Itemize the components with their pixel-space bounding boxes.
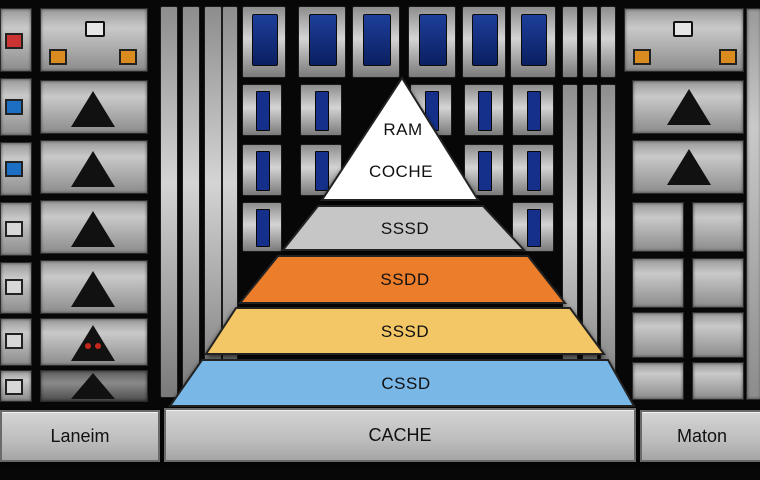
rack-bay xyxy=(0,262,32,314)
drive-bay-icon xyxy=(71,373,115,399)
status-icon xyxy=(5,99,23,115)
tier-label-sssd-2: SSSD xyxy=(380,322,430,341)
led-icon xyxy=(85,343,91,349)
rack-bay xyxy=(692,312,744,358)
rack-bay xyxy=(0,202,32,256)
base-left-block: Laneim xyxy=(0,410,160,462)
drive-slot xyxy=(242,144,282,196)
status-icon xyxy=(5,221,23,237)
drive-bay-icon xyxy=(71,151,115,187)
tier-label-cssd: CSSD xyxy=(381,374,431,393)
rack-bay xyxy=(692,202,744,252)
rack-bay xyxy=(40,318,148,366)
status-icon xyxy=(5,279,23,295)
drive-slot xyxy=(512,84,554,136)
drive-slot xyxy=(510,6,556,78)
rack-bay xyxy=(632,312,684,358)
rack-bay xyxy=(0,370,32,402)
drive-bay-icon xyxy=(667,89,711,125)
drive-slot xyxy=(462,6,506,78)
tier-label-coche: COCHE xyxy=(369,162,433,181)
tier-label-ssdd: SSDD xyxy=(380,270,430,289)
status-icon xyxy=(719,49,737,65)
pyramid-tier-blue xyxy=(168,359,636,407)
drive-bay-icon xyxy=(667,149,711,185)
drive-label-icon xyxy=(673,21,693,37)
pyramid-tier-yellow xyxy=(204,307,606,355)
drive-bay-icon xyxy=(71,325,115,361)
rack-bay xyxy=(40,80,148,134)
pyramid-tier-orange xyxy=(237,255,568,304)
status-icon xyxy=(5,333,23,349)
rack-bay xyxy=(692,258,744,308)
server-rack-background xyxy=(0,6,760,402)
drive-slot xyxy=(464,84,504,136)
drive-slot xyxy=(352,6,400,78)
drive-bay-icon xyxy=(71,211,115,247)
status-icon xyxy=(633,49,651,65)
rack-bay xyxy=(632,362,684,400)
rack-bay xyxy=(692,362,744,400)
drive-slot xyxy=(562,6,578,78)
rack-bay xyxy=(40,260,148,314)
rack-bay xyxy=(0,78,32,136)
rack-bay xyxy=(624,8,744,72)
rack-bay xyxy=(632,80,744,134)
drive-slot xyxy=(512,144,554,196)
drive-slot xyxy=(242,84,282,136)
base-right-block: Maton xyxy=(640,410,760,462)
status-icon xyxy=(5,161,23,177)
drive-label-icon xyxy=(85,21,105,37)
rack-bay xyxy=(632,202,684,252)
pyramid-tier-gray xyxy=(280,205,527,251)
drive-slot xyxy=(298,6,346,78)
rack-bay xyxy=(632,140,744,194)
drive-slot xyxy=(408,6,456,78)
drive-slot xyxy=(600,6,616,78)
status-icon xyxy=(119,49,137,65)
pyramid-tier-top xyxy=(320,76,480,201)
rack-bay xyxy=(0,8,32,72)
led-icon xyxy=(95,343,101,349)
drive-bay-icon xyxy=(71,271,115,307)
rack-bay xyxy=(40,370,148,402)
drive-bay-icon xyxy=(71,91,115,127)
base-center-block: CACHE xyxy=(164,408,636,462)
rack-bay xyxy=(40,200,148,254)
drive-slot xyxy=(300,84,342,136)
status-icon xyxy=(5,33,23,49)
drive-slot xyxy=(242,6,286,78)
rack-bay xyxy=(0,318,32,366)
status-icon xyxy=(49,49,67,65)
drive-slot xyxy=(582,6,598,78)
tier-label-ram: RAM xyxy=(383,120,423,139)
rack-bay xyxy=(632,258,684,308)
rack-bay xyxy=(40,8,148,72)
status-icon xyxy=(5,379,23,395)
rack-bay xyxy=(746,8,760,400)
drive-slot xyxy=(160,6,178,398)
tier-label-sssd: SSSD xyxy=(380,219,430,238)
drive-slot xyxy=(242,202,282,252)
rack-bay xyxy=(40,140,148,194)
rack-bay xyxy=(0,142,32,196)
